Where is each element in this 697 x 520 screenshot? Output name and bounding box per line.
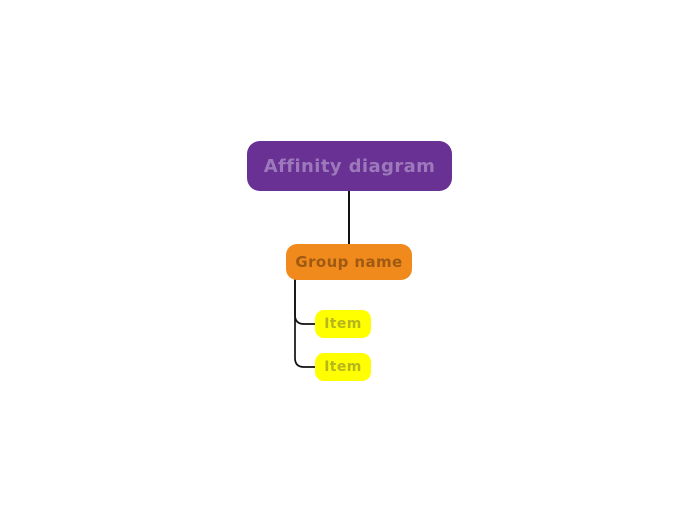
node-affinity-diagram[interactable]: Affinity diagram — [247, 141, 452, 191]
connector-group-to-item2 — [294, 279, 316, 368]
node-item-1[interactable]: Item — [315, 310, 371, 338]
node-item-2-label: Item — [324, 359, 362, 375]
node-group-name[interactable]: Group name — [286, 244, 412, 280]
node-group-name-label: Group name — [295, 253, 403, 271]
connector-group-to-item1 — [294, 279, 316, 325]
node-item-2[interactable]: Item — [315, 353, 371, 381]
node-affinity-diagram-label: Affinity diagram — [263, 155, 436, 177]
node-item-1-label: Item — [324, 316, 362, 332]
